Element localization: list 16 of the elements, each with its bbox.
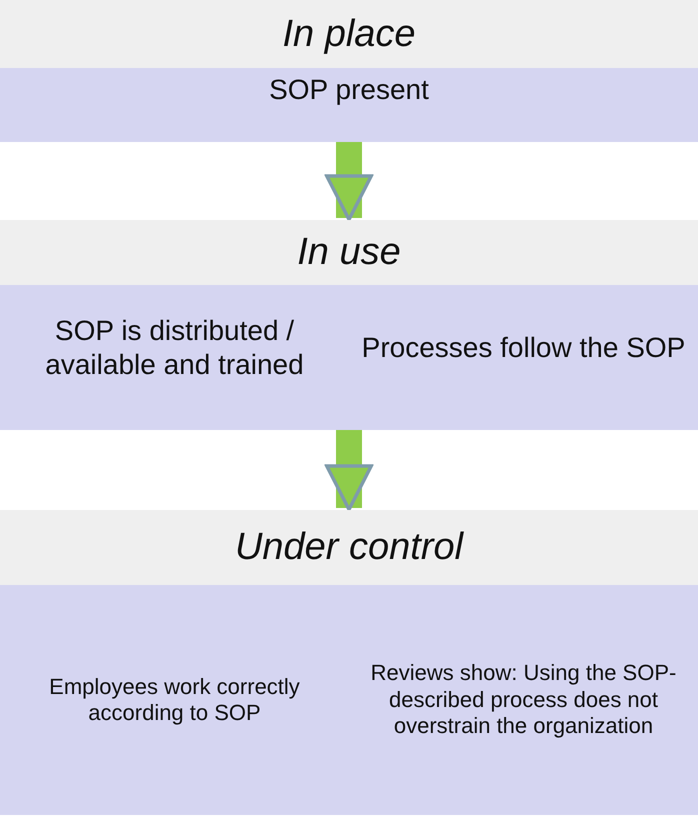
stage-heading: In place: [282, 13, 416, 55]
down-arrow: [325, 142, 373, 222]
description-text: Reviews show: Using the SOP-described process does not overstrain the organization: [370, 660, 678, 740]
content-band: [0, 68, 698, 142]
description-text: Employees work correctly according to SOP: [48, 674, 301, 726]
stage-panel: [0, 510, 698, 815]
stage-panel: [0, 220, 698, 430]
stage-heading: Under control: [234, 526, 464, 568]
stage-heading: In use: [297, 231, 401, 273]
description-text: SOP is distributed / available and trained: [44, 314, 305, 382]
stage-panel: [0, 0, 698, 142]
content-band: [0, 285, 698, 430]
description-text: Processes follow the SOP: [362, 330, 686, 364]
description-text: SOP present: [269, 73, 429, 107]
down-arrow: [325, 430, 373, 512]
content-band: [0, 585, 698, 815]
